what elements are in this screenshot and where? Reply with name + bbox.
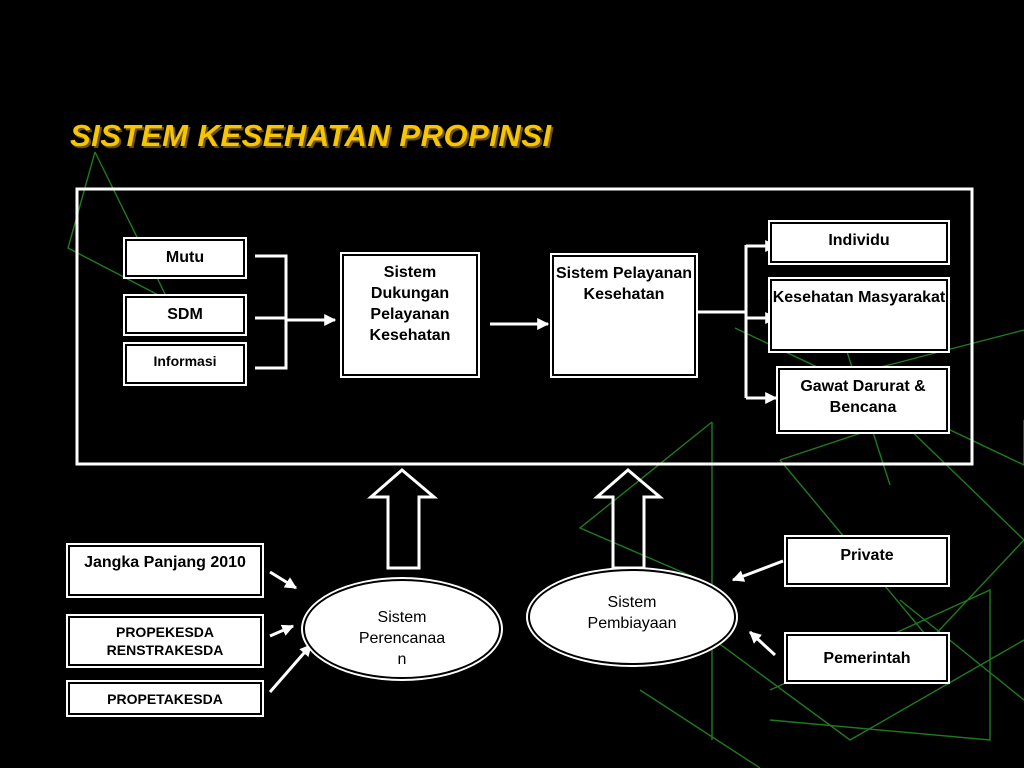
- sistem-pelayanan-label: Sistem Pelayanan Kesehatan: [555, 265, 693, 303]
- propetakesda-box: PROPETAKESDA: [66, 680, 264, 717]
- pemerintah-box: Pemerintah: [784, 632, 950, 684]
- sistem-perencanaan-oval: Sistem Perencanaa n: [303, 579, 501, 679]
- outer-frame: [75, 187, 974, 466]
- mutu-box: Mutu: [123, 237, 247, 279]
- sistem-perencanaan-line1: Sistem: [377, 609, 427, 626]
- slide-title: SISTEM KESEHATAN PROPINSI: [70, 118, 552, 153]
- gawat-darurat-label: Gawat Darurat & Bencana: [800, 378, 926, 416]
- sistem-pelayanan-box: Sistem Pelayanan Kesehatan: [550, 253, 698, 378]
- gawat-darurat-box: Gawat Darurat & Bencana: [776, 366, 950, 434]
- private-label: Private: [840, 547, 894, 564]
- sdm-label: SDM: [167, 306, 203, 323]
- block-arrow-up-financing: [592, 468, 665, 570]
- kesehatan-masyarakat-label: Kesehatan Masyarakat: [772, 289, 946, 306]
- individu-label: Individu: [828, 232, 890, 249]
- propekesda-label: PROPEKESDA: [115, 624, 215, 640]
- jangka-panjang-box: Jangka Panjang 2010: [66, 543, 264, 598]
- sistem-perencanaan-line2: Perencanaa: [358, 630, 446, 647]
- individu-box: Individu: [768, 220, 950, 265]
- mutu-label: Mutu: [165, 249, 205, 266]
- kesehatan-masyarakat-box: Kesehatan Masyarakat: [768, 277, 950, 353]
- sistem-pembiayaan-label: Sistem Pembiayaan: [587, 594, 677, 632]
- jangka-panjang-label: Jangka Panjang 2010: [84, 554, 246, 571]
- informasi-box: Informasi: [123, 342, 247, 386]
- pemerintah-label: Pemerintah: [823, 649, 911, 667]
- private-box: Private: [784, 535, 950, 587]
- sistem-perencanaan-line3: n: [397, 651, 407, 668]
- sistem-dukungan-label: Sistem Dukungan Pelayanan Kesehatan: [369, 264, 451, 344]
- renstrakesda-label: RENSTRAKESDA: [106, 642, 224, 658]
- informasi-label: Informasi: [153, 353, 217, 369]
- propekesda-box: PROPEKESDA RENSTRAKESDA: [66, 614, 264, 668]
- propetakesda-label: PROPETAKESDA: [107, 690, 223, 707]
- block-arrow-up-planning: [366, 468, 439, 570]
- sistem-dukungan-box: Sistem Dukungan Pelayanan Kesehatan: [340, 252, 480, 378]
- sdm-box: SDM: [123, 294, 247, 336]
- sistem-pembiayaan-oval: Sistem Pembiayaan: [528, 569, 736, 665]
